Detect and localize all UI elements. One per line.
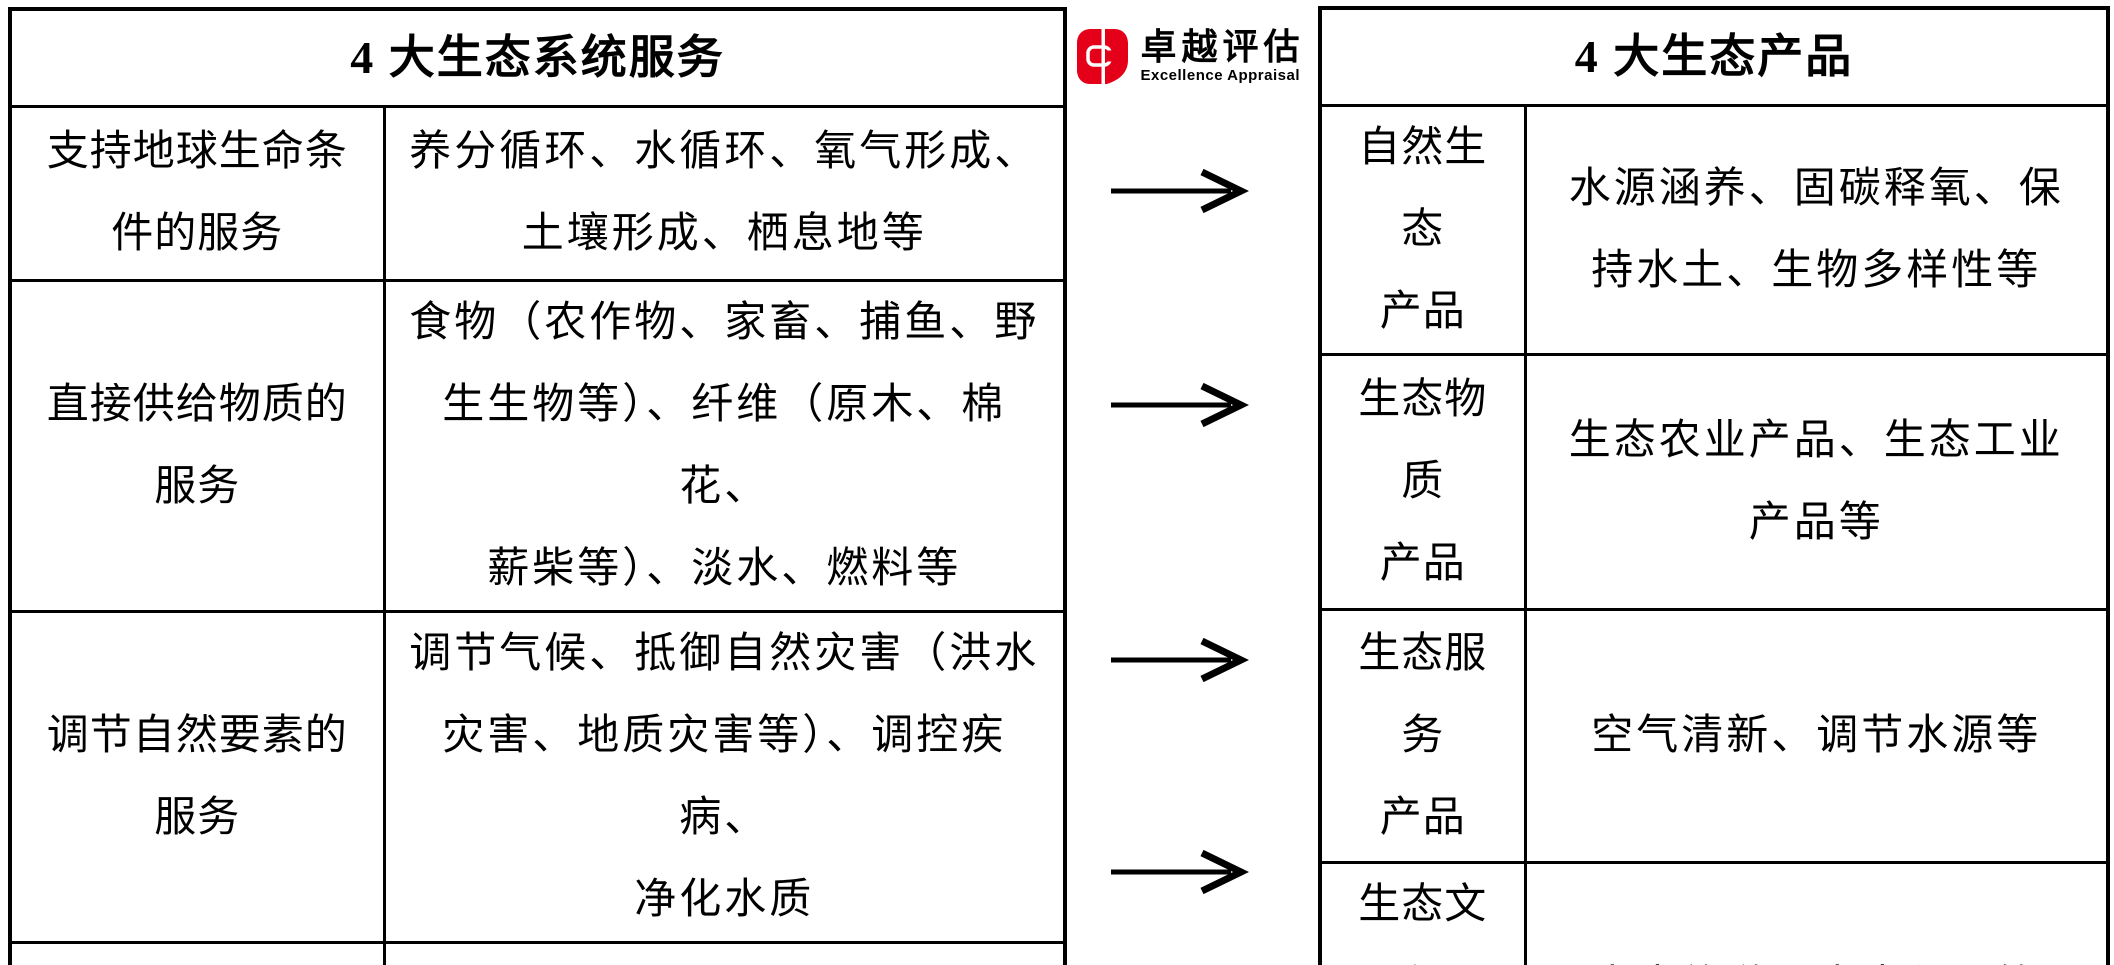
service-desc-cell: 食物（农作物、家畜、捕鱼、野 生生物等）、纤维（原木、棉花、 薪柴等）、淡水、燃… [382,278,1067,613]
table-row: 支持地球生命条 件的服务 养分循环、水循环、氧气形成、 土壤形成、栖息地等 [8,104,1067,282]
table-row: 自然生态 产品 水源涵养、固碳释氧、保 持水土、生物多样性等 [1318,103,2110,356]
product-category-cell: 生态物质 产品 [1318,352,1527,611]
brand-logo: 卓越评估 Excellence Appraisal [1063,20,1318,92]
brand-logo-icon [1077,29,1129,84]
table-row: 人类文化服务 精神、教育、消遣、美学等 [8,940,1067,965]
service-desc-cell: 调节气候、抵御自然灾害（洪水 灾害、地质灾害等）、调控疾病、 净化水质 [382,609,1067,944]
product-desc-cell: 空气清新、调节水源等 [1523,607,2110,864]
table-row: 生态物质 产品 生态农业产品、生态工业 产品等 [1318,352,2110,611]
arrow-right-icon [1111,637,1249,683]
brand-name-english: Excellence Appraisal [1140,67,1301,84]
table-row: 调节自然要素的 服务 调节气候、抵御自然灾害（洪水 灾害、地质灾害等）、调控疾病… [8,609,1067,944]
arrow-right-icon [1111,382,1249,428]
product-category-cell: 生态文化 产品 [1318,860,1527,965]
ecological-products-title: 4 大生态产品 [1318,6,2110,107]
brand-logo-text: 卓越评估 Excellence Appraisal [1140,27,1304,85]
product-category-cell: 生态服务 产品 [1318,607,1527,864]
arrow-right-icon [1111,849,1249,895]
product-category-cell: 自然生态 产品 [1318,103,1527,356]
arrow-right-icon [1111,168,1249,214]
brand-name-chinese: 卓越评估 [1140,27,1305,67]
table-header-row: 4 大生态系统服务 [8,7,1067,108]
service-category-cell: 人类文化服务 [8,940,386,965]
product-desc-cell: 水源涵养、固碳释氧、保 持水土、生物多样性等 [1523,103,2110,356]
service-category-cell: 支持地球生命条 件的服务 [8,104,386,282]
service-category-cell: 调节自然要素的 服务 [8,609,386,944]
product-desc-cell: 生态旅游、生态休闲等 [1523,860,2110,965]
table-row: 生态文化 产品 生态旅游、生态休闲等 [1318,860,2110,965]
product-desc-cell: 生态农业产品、生态工业 产品等 [1523,352,2110,611]
ecosystem-services-title: 4 大生态系统服务 [8,7,1067,108]
ecological-products-table: 4 大生态产品 自然生态 产品 水源涵养、固碳释氧、保 持水土、生物多样性等 生… [1318,6,2110,965]
ecosystem-services-table: 4 大生态系统服务 支持地球生命条 件的服务 养分循环、水循环、氧气形成、 土壤… [8,7,1067,965]
service-category-cell: 直接供给物质的 服务 [8,278,386,613]
service-desc-cell: 精神、教育、消遣、美学等 [382,940,1067,965]
table-header-row: 4 大生态产品 [1318,6,2110,107]
service-desc-cell: 养分循环、水循环、氧气形成、 土壤形成、栖息地等 [382,104,1067,282]
table-row: 直接供给物质的 服务 食物（农作物、家畜、捕鱼、野 生生物等）、纤维（原木、棉花… [8,278,1067,613]
table-row: 生态服务 产品 空气清新、调节水源等 [1318,607,2110,864]
